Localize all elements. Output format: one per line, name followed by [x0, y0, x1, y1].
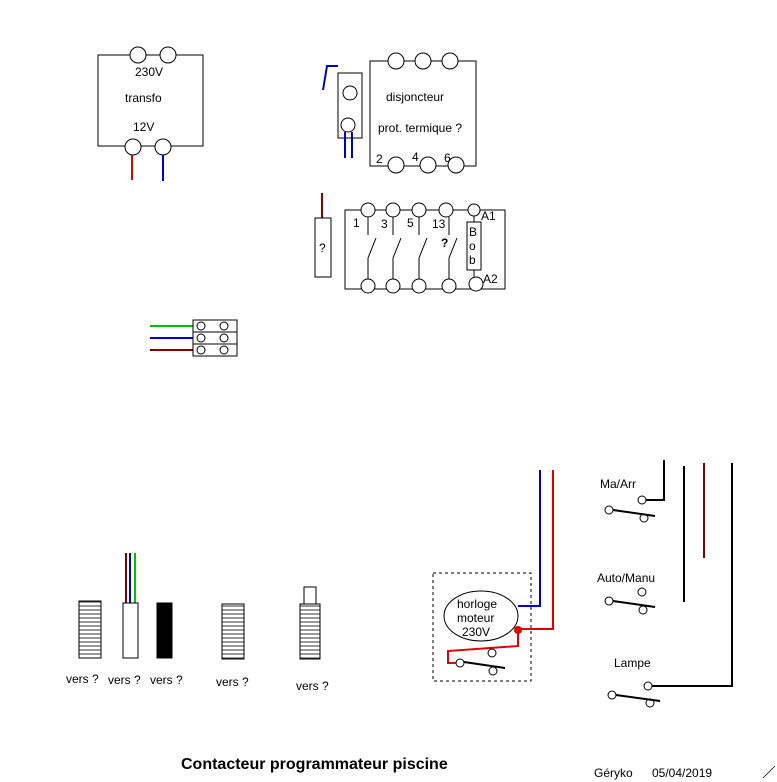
connector-label: vers ? — [66, 672, 99, 686]
horloge-label-line1: horloge — [457, 597, 497, 611]
transfo-terminal — [129, 46, 147, 64]
author-label: Géryko — [594, 766, 633, 780]
horloge-motor — [443, 590, 519, 642]
disjoncteur-name-label: disjoncteur — [386, 90, 444, 104]
contactor-terminal-a1: A1 — [481, 209, 496, 223]
connector-part-4: vers ? — [216, 603, 249, 689]
transfo-terminal — [159, 46, 177, 64]
junction-dot — [514, 626, 522, 634]
connector-label: vers ? — [150, 673, 183, 687]
switch-auto-manu-label: Auto/Manu — [597, 571, 655, 585]
connector-label: vers ? — [108, 673, 141, 687]
contactor-question-mark: ? — [441, 236, 448, 250]
coil-letter-b2: b — [469, 253, 476, 267]
transfo-12v-label: 12V — [133, 120, 154, 134]
coil-letter-o: o — [469, 239, 476, 253]
unknown-block-label: ? — [319, 241, 326, 255]
horloge-blue-wire — [518, 470, 541, 607]
horloge-red-wire — [518, 470, 554, 630]
contactor-terminal-a2: A2 — [483, 272, 498, 286]
contactor: B o b 1 3 5 13 ? A1 A2 — [344, 202, 506, 294]
connector-part-5: vers ? — [296, 586, 329, 693]
unknown-block: ? — [314, 193, 332, 278]
terminal-block — [150, 319, 238, 357]
contactor-terminal-1: 1 — [353, 216, 360, 230]
contactor-terminal-3: 3 — [381, 217, 388, 231]
date-label: 05/04/2019 — [652, 766, 712, 780]
switch-ma-arr: Ma/Arr — [600, 460, 665, 523]
horloge-label-line3: 230V — [462, 625, 490, 639]
diagram-title: Contacteur programmateur piscine — [181, 756, 448, 773]
coil-letter-b: B — [469, 225, 477, 239]
disjoncteur-terminal-2: 2 — [376, 152, 383, 166]
connector-part-1: vers ? — [66, 600, 102, 686]
transfo-name-label: transfo — [125, 91, 162, 105]
connector-label: vers ? — [296, 679, 329, 693]
horloge-module: horloge moteur 230V — [432, 470, 554, 682]
horloge-red-loop — [447, 629, 519, 664]
disjoncteur-note-label: prot. termique ? — [378, 121, 462, 135]
contactor-terminal-5: 5 — [407, 216, 414, 230]
horloge-label-line2: moteur — [457, 611, 494, 625]
connector-part-2: vers ? — [108, 553, 141, 687]
transfo-terminal — [154, 138, 172, 156]
contactor-terminal-13: 13 — [432, 217, 446, 231]
transfo: 230V transfo 12V — [97, 46, 204, 181]
disjoncteur: disjoncteur prot. termique ? 2 4 6 — [322, 52, 477, 174]
transfo-terminal — [124, 138, 142, 156]
switch-lampe: Lampe — [607, 463, 733, 708]
disjoncteur-terminal-4: 4 — [412, 150, 419, 164]
switch-auto-manu: Auto/Manu — [597, 571, 656, 615]
switch-ma-arr-label: Ma/Arr — [600, 477, 636, 491]
transfo-230v-label: 230V — [135, 65, 163, 79]
switch-lampe-label: Lampe — [614, 656, 651, 670]
connector-part-3: vers ? — [150, 602, 183, 687]
disjoncteur-terminal-6: 6 — [444, 151, 451, 165]
aux-blue-wire — [322, 65, 338, 91]
connector-label: vers ? — [216, 675, 249, 689]
